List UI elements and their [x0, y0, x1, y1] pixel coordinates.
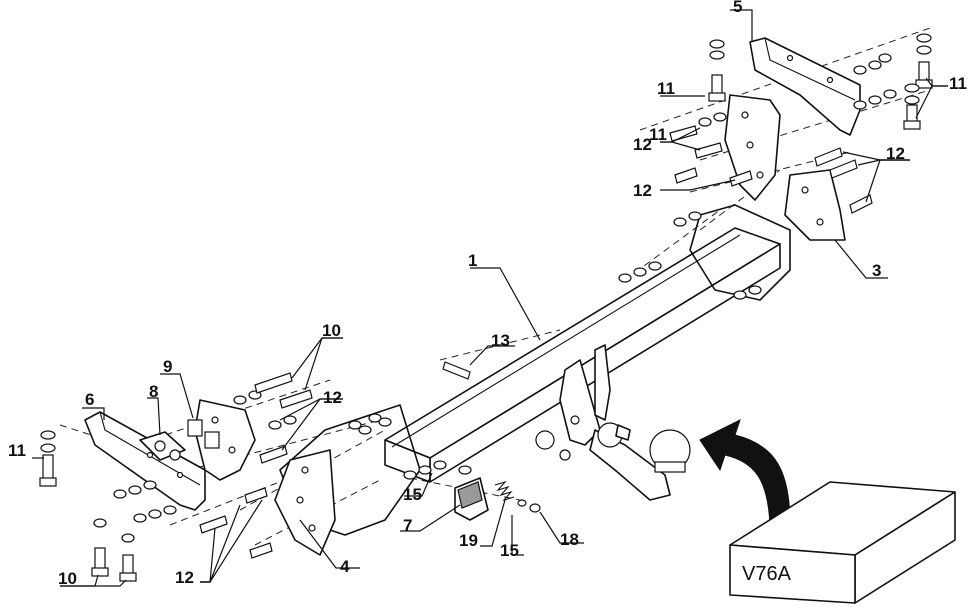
angled-bolts — [199, 125, 873, 559]
side-bracket-part-3 — [784, 169, 846, 241]
callout-11-mid: 11 — [649, 125, 667, 144]
bolt-top-right-vertical-3 — [903, 83, 921, 130]
bolt-bottom-left-2 — [119, 533, 137, 582]
callout-4: 4 — [340, 557, 350, 576]
callout-10-bottom: 10 — [58, 569, 77, 588]
hardware-cluster-center — [348, 413, 541, 513]
callout-1: 1 — [468, 251, 477, 270]
tow-ball — [649, 429, 691, 473]
side-bracket-part-4 — [274, 449, 336, 556]
callout-12-top-left: 12 — [633, 135, 652, 154]
crossbar-part-1 — [279, 204, 791, 536]
mounting-plate-left — [194, 399, 256, 481]
callout-18: 18 — [560, 530, 579, 549]
mounting-plate-right — [724, 94, 781, 201]
nut-part-9 — [187, 419, 220, 449]
hardware-cluster-left — [113, 390, 297, 523]
callout-6: 6 — [85, 390, 94, 409]
callout-5: 5 — [733, 0, 742, 16]
curved-arrow — [699, 419, 791, 526]
hardware-cluster-right — [618, 53, 897, 300]
callout-7: 7 — [403, 516, 412, 535]
product-box-label: V76A — [742, 563, 792, 585]
bolt-bottom-left-1 — [91, 518, 109, 577]
callout-12-bottom: 12 — [175, 568, 194, 587]
callout-8: 8 — [149, 382, 158, 401]
callout-11-left: 11 — [8, 441, 26, 460]
callout-12-left: 12 — [323, 388, 342, 407]
callout-9: 9 — [163, 357, 172, 376]
callout-11-top: 11 — [657, 79, 675, 98]
bolt-left-vertical — [39, 430, 57, 487]
spring-part-19 — [494, 480, 515, 502]
callout-19: 19 — [459, 531, 478, 550]
bracket-part-5 — [749, 37, 861, 136]
tow-ball-neck — [589, 422, 671, 501]
callout-10-top: 10 — [322, 321, 341, 340]
callout-15-left: 15 — [403, 485, 422, 504]
callout-11-right: 11 — [949, 74, 967, 93]
socket-plate-part-7 — [454, 477, 489, 521]
leader-lines — [32, 9, 948, 587]
callout-13: 13 — [491, 331, 510, 350]
bracket-part-6 — [84, 411, 206, 511]
callout-labels: 1 3 4 5 6 7 8 9 10 10 11 11 11 12 12 12 … — [8, 0, 967, 588]
product-box: V76A — [729, 481, 956, 604]
bolt-top-right-vertical-1 — [708, 39, 726, 102]
bolt-top-right-vertical-2 — [915, 33, 933, 89]
callout-12-right: 12 — [886, 144, 905, 163]
callout-12-mid: 12 — [633, 181, 652, 200]
callout-15-bottom: 15 — [500, 541, 519, 560]
vertical-bolts — [39, 33, 933, 582]
callout-3: 3 — [872, 261, 881, 280]
nut-plate-part-8 — [139, 431, 186, 461]
